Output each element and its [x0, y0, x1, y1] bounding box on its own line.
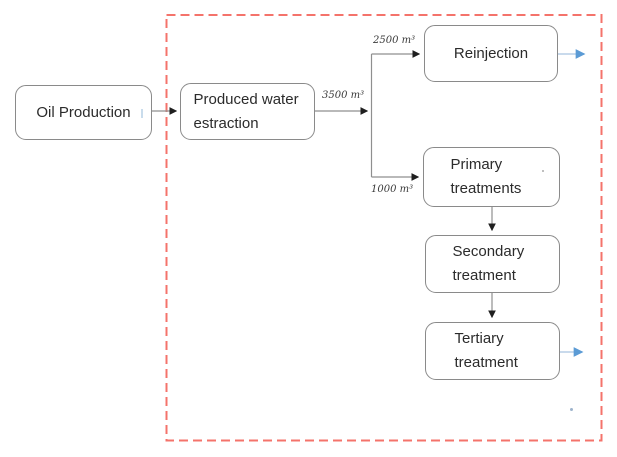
node-secondary-treatment: Secondary treatment — [425, 235, 560, 293]
node-produced-water-extraction-label: Produced water estraction — [193, 90, 299, 132]
flow-label-2500-m3: 2500 m³ — [373, 35, 416, 46]
node-reinjection: Reinjection — [424, 25, 558, 82]
stray-dot-mark — [570, 408, 573, 411]
system-boundary-dashed-rect — [165, 14, 603, 442]
node-secondary-treatment-label: Secondary treatment — [452, 243, 525, 284]
flow-label-1000-m3: 1000 m³ — [371, 184, 414, 195]
flow-label-3500-m3: 3500 m³ — [322, 90, 365, 101]
node-produced-water-extraction: Produced water estraction — [180, 83, 315, 140]
node-tertiary-treatment: Tertiary treatment — [425, 322, 560, 380]
node-reinjection-label: Reinjection — [453, 44, 529, 62]
stray-cursor-mark — [141, 109, 143, 118]
stray-dot-mark — [542, 170, 544, 172]
node-oil-production: Oil Production — [15, 85, 152, 140]
node-primary-treatments-label: Primary treatments — [450, 156, 522, 197]
node-oil-production-label: Oil Production — [36, 103, 131, 121]
node-tertiary-treatment-label: Tertiary treatment — [454, 330, 518, 371]
node-primary-treatments: Primary treatments — [423, 147, 560, 207]
